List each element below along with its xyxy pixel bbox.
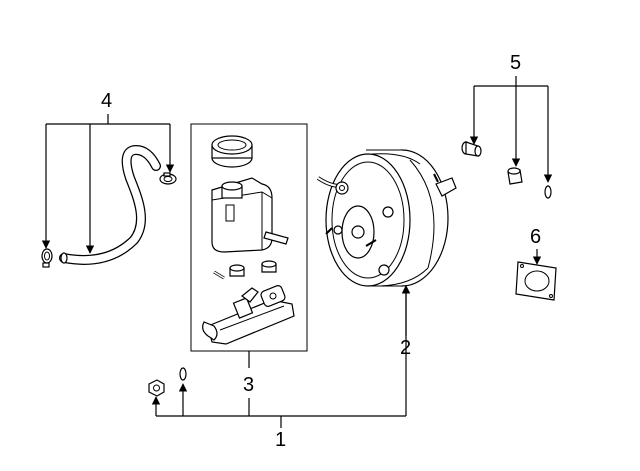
booster-gasket <box>515 261 557 301</box>
mounting-nut <box>148 379 165 397</box>
grommet-left <box>229 264 245 277</box>
o-ring <box>179 367 187 381</box>
grommet-right <box>261 260 277 273</box>
callout-6-label: 6 <box>530 226 541 248</box>
callout-4-label: 4 <box>101 90 112 112</box>
hose-clamp-lower <box>41 248 53 268</box>
fluid-reservoir <box>211 177 289 253</box>
small-o-ring <box>544 185 552 199</box>
callout-5-group: 5 <box>461 52 553 199</box>
callout-3-group: 3 <box>190 123 308 416</box>
vacuum-hose <box>59 144 161 265</box>
callout-2-label: 2 <box>400 337 411 359</box>
valve-grommet <box>507 167 523 185</box>
flange-bolt <box>461 141 482 157</box>
callout-6-group: 6 <box>515 226 557 301</box>
callout-4-group: 4 <box>41 90 177 268</box>
reservoir-cap <box>211 135 253 168</box>
hose-clamp-upper <box>159 172 177 185</box>
callout-5-label: 5 <box>510 52 521 74</box>
small-pin <box>213 270 225 280</box>
callout-3-label: 3 <box>243 374 254 396</box>
master-cylinder-body <box>202 285 295 345</box>
callout-1-label: 1 <box>275 429 286 451</box>
brake-booster <box>316 149 457 287</box>
callout-2-group: 2 <box>316 149 457 359</box>
